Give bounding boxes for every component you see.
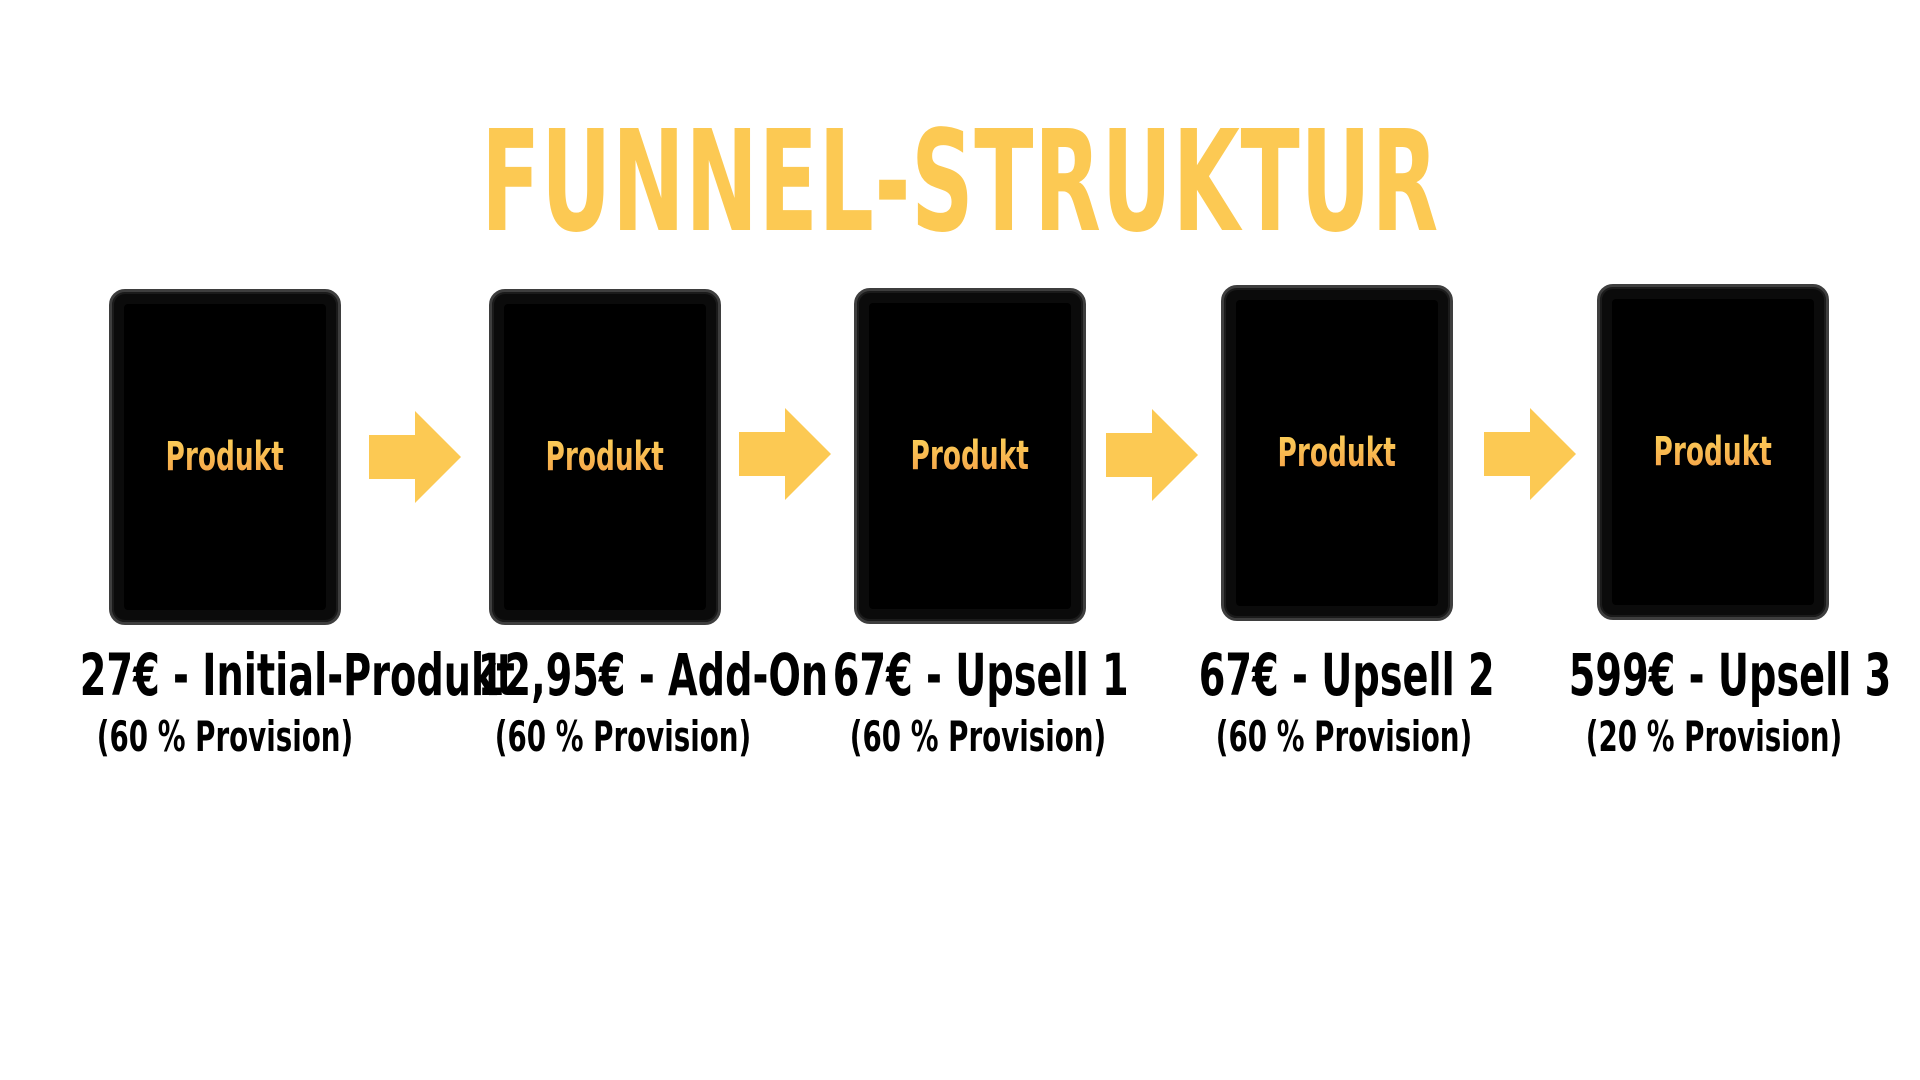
product-device-2: Produkt [489, 289, 721, 625]
step-caption-1: 27€ - Initial-Produkt (60 % Provision) [5, 640, 515, 764]
product-device-1: Produkt [109, 289, 341, 625]
price-label: 67€ - Upsell 1 [832, 641, 1129, 709]
product-device-5: Produkt [1597, 284, 1829, 620]
product-label: Produkt [1653, 429, 1773, 475]
commission-label: (20 % Provision) [1585, 712, 1843, 761]
page-title: FUNNEL-STRUKTUR [481, 101, 1439, 264]
arrow-right-icon [1484, 408, 1576, 500]
price-label: 27€ - Initial-Produkt [79, 641, 515, 709]
device-screen: Produkt [869, 303, 1071, 609]
product-label: Produkt [545, 434, 665, 480]
step-caption-5: 599€ - Upsell 3 (20 % Provision) [1494, 640, 1920, 764]
device-screen: Produkt [1236, 300, 1438, 606]
step-caption-3: 67€ - Upsell 1 (60 % Provision) [758, 640, 1198, 764]
commission-label: (60 % Provision) [1215, 712, 1473, 761]
commission-label: (60 % Provision) [849, 712, 1107, 761]
price-label: 599€ - Upsell 3 [1568, 641, 1892, 709]
price-label: 67€ - Upsell 2 [1198, 641, 1495, 709]
commission-label: (60 % Provision) [96, 712, 354, 761]
device-screen: Produkt [124, 304, 326, 610]
product-device-3: Produkt [854, 288, 1086, 624]
product-label: Produkt [910, 433, 1030, 479]
product-label: Produkt [1277, 430, 1397, 476]
commission-label: (60 % Provision) [494, 712, 752, 761]
product-device-4: Produkt [1221, 285, 1453, 621]
device-screen: Produkt [504, 304, 706, 610]
step-caption-4: 67€ - Upsell 2 (60 % Provision) [1124, 640, 1564, 764]
price-label: 12,95€ - Add-On [477, 641, 829, 709]
product-label: Produkt [165, 434, 285, 480]
arrow-right-icon [369, 411, 461, 503]
arrow-right-icon [739, 408, 831, 500]
step-caption-2: 12,95€ - Add-On (60 % Provision) [403, 640, 843, 764]
arrow-right-icon [1106, 409, 1198, 501]
device-screen: Produkt [1612, 299, 1814, 605]
